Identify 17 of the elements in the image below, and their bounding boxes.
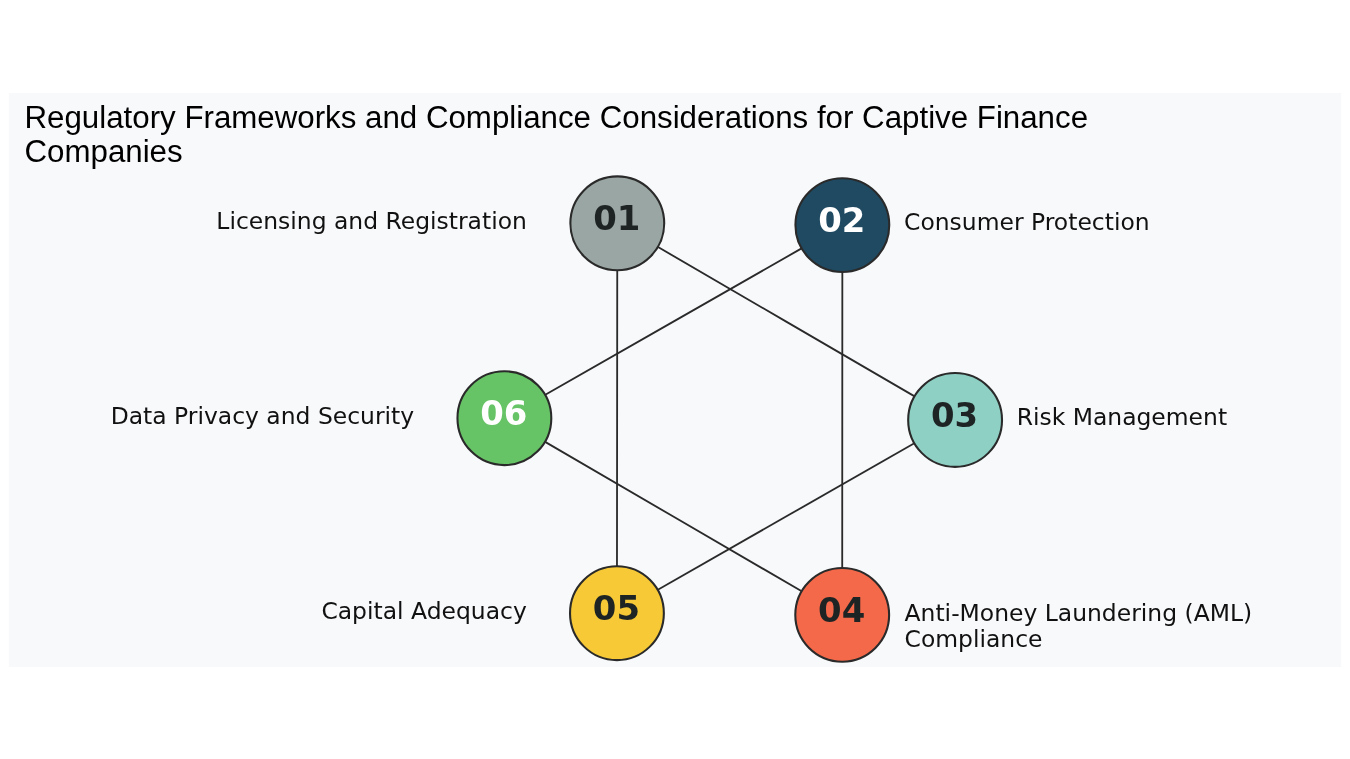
node-label: Consumer Protection: [904, 207, 1150, 236]
node-label: Anti-Money Laundering (AML) Compliance: [904, 598, 1253, 653]
node-circle: 06: [456, 369, 553, 466]
connector: [544, 247, 803, 396]
node-circle: 01: [569, 174, 666, 271]
node-label: Licensing and Registration: [216, 206, 527, 235]
connector: [656, 441, 916, 591]
node-circle: 04: [794, 566, 891, 663]
diagram-title: Regulatory Frameworks and Compliance Considerations for Captive Finance Companies: [24, 99, 1089, 169]
connector: [657, 245, 916, 397]
node-label: Capital Adequacy: [321, 596, 527, 625]
node-circle: 05: [568, 564, 665, 661]
node-circle: 03: [907, 371, 1004, 468]
node-circle: 02: [794, 176, 891, 273]
connector: [544, 440, 803, 592]
node-label: Data Privacy and Security: [110, 401, 415, 430]
node-label: Risk Management: [1016, 402, 1228, 431]
